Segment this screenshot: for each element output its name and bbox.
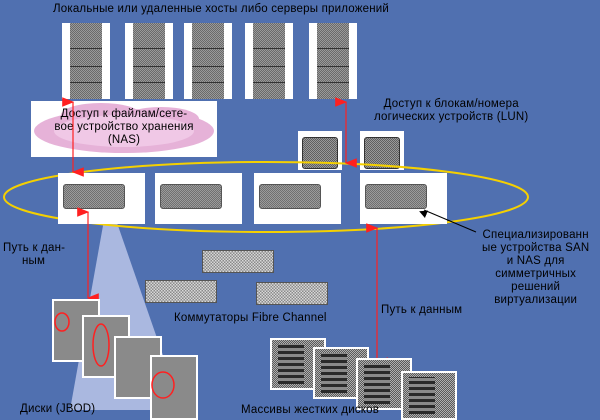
arrays-label: Массивы жестких дисков bbox=[241, 404, 380, 416]
virtualization-appliance bbox=[58, 173, 145, 224]
host-server bbox=[62, 23, 110, 99]
data-path-right-label: Путь к данным bbox=[381, 304, 463, 316]
hosts-title: Локальные или удаленные хосты либо серве… bbox=[53, 3, 390, 15]
host-server bbox=[184, 23, 232, 99]
switches-label: Коммутаторы Fibre Channel bbox=[174, 312, 327, 324]
host-server bbox=[309, 23, 357, 99]
fc-switch bbox=[202, 250, 274, 273]
fc-switch bbox=[145, 280, 217, 303]
virtualization-appliance bbox=[155, 173, 242, 224]
virtualization-label: Специализированн ые устройства SAN и NAS… bbox=[482, 229, 590, 306]
lun-device bbox=[360, 131, 404, 170]
virtualization-appliance bbox=[360, 173, 447, 224]
jbod-disk bbox=[150, 355, 198, 420]
host-server bbox=[125, 23, 173, 99]
virtualization-appliance bbox=[254, 173, 341, 224]
data-path-left-label: Путь к дан- ным bbox=[3, 242, 66, 267]
lun-label: Доступ к блокам/номера логических устрой… bbox=[374, 98, 529, 123]
disk-array bbox=[401, 371, 457, 420]
jbod-label: Диски (JBOD) bbox=[20, 403, 96, 415]
fc-switch bbox=[256, 282, 328, 305]
nas-label: Доступ к файлам/сете- вое устройство хра… bbox=[54, 108, 194, 146]
host-server bbox=[245, 23, 293, 99]
lun-device bbox=[298, 131, 342, 170]
nas-box: Доступ к файлам/сете- вое устройство хра… bbox=[31, 101, 217, 157]
